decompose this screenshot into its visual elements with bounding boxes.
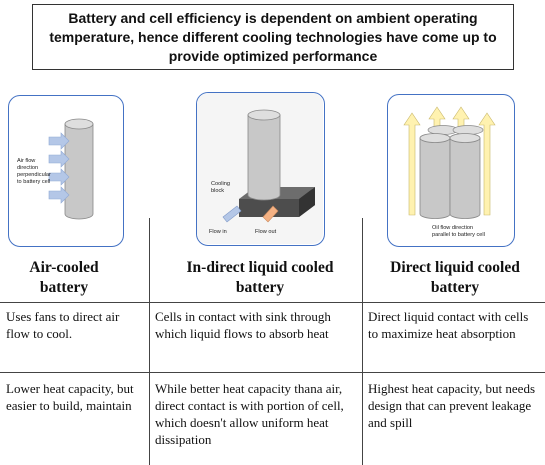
indirect-liquid-method: Cells in contact with sink through which… (155, 309, 331, 341)
direct-liquid-diagram: Oil flow direction parallel to battery c… (403, 106, 496, 238)
header-box: Battery and cell efficiency is dependent… (32, 4, 514, 70)
oil-flow-label: Oil flow direction parallel to battery c… (432, 225, 485, 238)
header-text: Battery and cell efficiency is dependent… (49, 9, 497, 64)
column-divider-1 (149, 218, 150, 465)
indirect-liquid-diagram: Cooling block Flow in Flow out (197, 93, 323, 244)
air-cooled-diagram: Air flow direction perpendicular to batt… (17, 118, 94, 220)
direct-liquid-title: Direct liquid cooled battery (390, 259, 520, 296)
air-cooled-title: Air-cooled battery (29, 259, 99, 296)
direct-liquid-tradeoff: Highest heat capacity, but needs design … (368, 381, 536, 430)
air-cooled-method: Uses fans to direct air flow to cool. (6, 309, 120, 341)
column-divider-2 (362, 218, 363, 465)
air-cooled-figure-card: Air flow direction perpendicular to batt… (8, 95, 124, 247)
cooling-block-label: Cooling block (211, 181, 232, 194)
air-cooled-tradeoff: Lower heat capacity, but easier to build… (6, 381, 134, 413)
row-divider-1 (0, 302, 545, 303)
flow-in-label: Flow in (209, 229, 227, 235)
direct-liquid-figure-card: Oil flow direction parallel to battery c… (387, 94, 515, 247)
indirect-liquid-title: In-direct liquid cooled battery (186, 259, 334, 296)
row-divider-2 (0, 372, 545, 373)
direct-liquid-method: Direct liquid contact with cells to maxi… (368, 309, 529, 341)
indirect-liquid-figure-card: Cooling block Flow in Flow out (196, 92, 325, 246)
indirect-liquid-tradeoff: While better heat capacity thana air, di… (155, 381, 344, 447)
flow-out-label: Flow out (255, 229, 277, 235)
air-flow-label: Air flow direction perpendicular to batt… (17, 158, 52, 185)
